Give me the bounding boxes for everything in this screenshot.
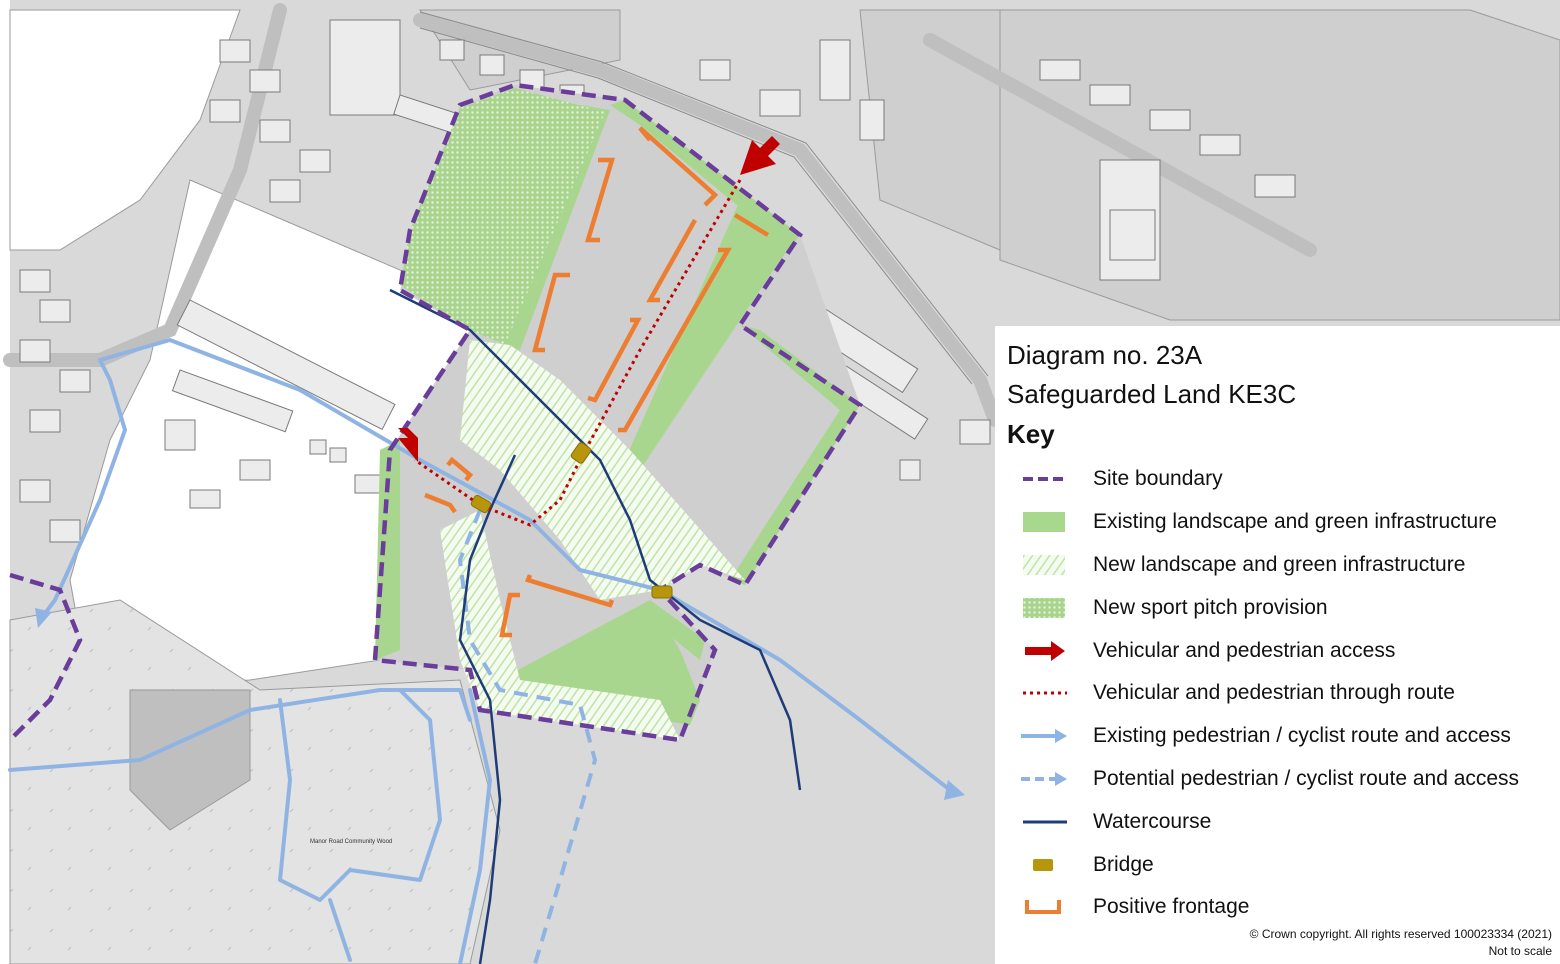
legend-label: New sport pitch provision <box>1093 595 1328 619</box>
green-fill-icon <box>1023 512 1065 533</box>
site-boundary-west <box>8 572 83 742</box>
diagram-title: Safeguarded Land KE3C <box>1007 379 1297 409</box>
legend-item-frontage: Positive frontage <box>1007 886 1560 929</box>
dashed-purple-line-icon <box>1023 477 1067 482</box>
legend-item-access: Vehicular and pedestrian access <box>1007 629 1560 672</box>
wood-label: Manor Road Community Wood <box>310 839 392 845</box>
route-arrow-east <box>944 780 965 800</box>
legend-label: Potential pedestrian / cyclist route and… <box>1093 766 1520 790</box>
legend-item-existing-green: Existing landscape and green infrastruct… <box>1007 501 1560 544</box>
copyright-text: © Crown copyright. All rights reserved 1… <box>1249 927 1552 941</box>
open-land-north <box>9 9 241 251</box>
watercourse <box>389 288 802 964</box>
footer: © Crown copyright. All rights reserved 1… <box>1250 926 1552 960</box>
legend-item-bridge: Bridge <box>1007 843 1560 886</box>
new-green-infrastructure-south <box>440 510 680 740</box>
green-hatch-icon <box>1023 554 1065 575</box>
legend-label: Vehicular and pedestrian access <box>1093 638 1396 662</box>
blue-arrow-icon <box>1021 729 1067 744</box>
access-arrows <box>398 136 780 462</box>
legend-label: Vehicular and pedestrian through route <box>1093 681 1455 705</box>
scale-note: Not to scale <box>1488 944 1552 958</box>
blue-dashed-arrow-icon <box>1021 771 1067 786</box>
key-heading: Key <box>1007 419 1055 449</box>
orange-bracket-icon <box>1025 900 1061 915</box>
route-arrow-south-west <box>35 608 52 628</box>
roads <box>3 3 1317 427</box>
bridge-icon <box>1033 858 1053 871</box>
legend-label: New landscape and green infrastructure <box>1093 552 1466 576</box>
map-frame <box>0 0 10 964</box>
legend-item-site-boundary: Site boundary <box>1007 458 1560 501</box>
site-boundary <box>372 82 864 743</box>
legend-label: Watercourse <box>1093 809 1212 833</box>
road-edges <box>419 11 989 385</box>
legend-item-new-green: New landscape and green infrastructure <box>1007 544 1560 587</box>
legend-item-sport-pitch: New sport pitch provision <box>1007 586 1560 629</box>
new-sport-pitch <box>400 88 605 345</box>
red-arrow-icon <box>1025 640 1065 661</box>
bridges <box>470 442 673 599</box>
legend-item-through-route: Vehicular and pedestrian through route <box>1007 672 1560 715</box>
new-green-infrastructure <box>460 340 745 600</box>
legend-item-potential-route: Potential pedestrian / cyclist route and… <box>1007 758 1560 801</box>
legend-item-existing-route: Existing pedestrian / cyclist route and … <box>1007 715 1560 758</box>
existing-pedestrian-routes <box>8 338 952 964</box>
dark-blue-line-icon <box>1023 820 1067 824</box>
legend-panel: Diagram no. 23A Safeguarded Land KE3C Ke… <box>995 326 1560 964</box>
legend-label: Existing pedestrian / cyclist route and … <box>1093 724 1511 748</box>
green-dot-pattern-icon <box>1023 597 1065 618</box>
potential-pedestrian-route <box>457 509 598 964</box>
legend-label: Bridge <box>1093 852 1154 876</box>
legend-list: Site boundary Existing landscape and gre… <box>1007 458 1560 929</box>
legend-label: Existing landscape and green infrastruct… <box>1093 510 1497 534</box>
legend-label: Positive frontage <box>1093 895 1250 919</box>
legend-item-watercourse: Watercourse <box>1007 800 1560 843</box>
red-dotted-line-icon <box>1023 691 1067 695</box>
legend-label: Site boundary <box>1093 467 1223 491</box>
positive-frontage <box>424 126 770 638</box>
diagram-number: Diagram no. 23A <box>1007 340 1203 370</box>
through-route <box>414 179 742 527</box>
